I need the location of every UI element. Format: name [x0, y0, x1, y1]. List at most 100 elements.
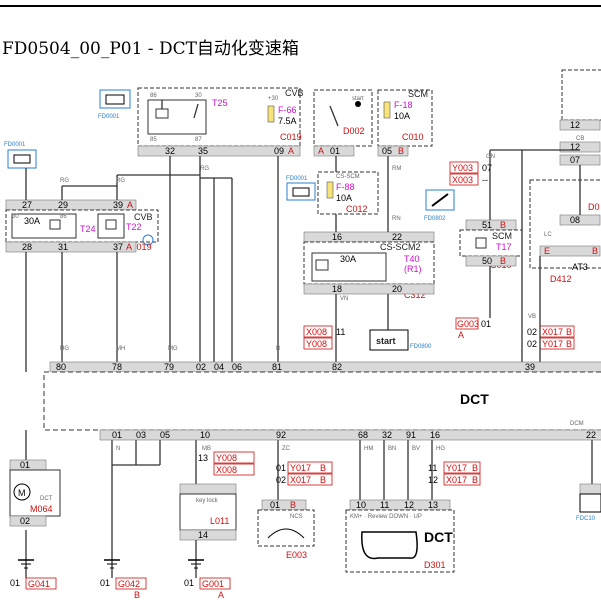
svg-text:51: 51: [482, 220, 492, 230]
svg-text:91: 91: [406, 430, 416, 440]
svg-text:E: E: [544, 246, 550, 256]
svg-text:KM+ · Review DOWN · UP: KM+ · Review DOWN · UP: [350, 514, 422, 520]
svg-text:(R1): (R1): [404, 264, 422, 274]
svg-text:01: 01: [184, 578, 194, 588]
svg-text:MB: MB: [202, 446, 211, 452]
svg-text:B: B: [134, 590, 140, 600]
svg-text:B: B: [566, 339, 572, 349]
svg-text:05: 05: [382, 146, 392, 156]
svg-text:VN: VN: [340, 296, 348, 302]
svg-text:FD0001: FD0001: [286, 176, 308, 182]
svg-text:C010: C010: [402, 132, 424, 142]
svg-text:20: 20: [392, 284, 402, 294]
svg-text:14: 14: [198, 530, 208, 540]
svg-text:01: 01: [276, 463, 286, 473]
d412-module: 12 08 E B AT3 D412 D0: [529, 141, 601, 284]
svg-text:AT3: AT3: [572, 262, 588, 272]
svg-text:HM: HM: [364, 446, 373, 452]
scm-switch-module: start D002: [313, 89, 373, 147]
svg-text:13: 13: [428, 500, 438, 510]
l011-key-lock: key lock L011: [179, 493, 237, 531]
svg-text:80: 80: [56, 362, 66, 372]
pin-28: 28: [22, 242, 32, 252]
svg-text:01: 01: [10, 578, 20, 588]
svg-text:DCM: DCM: [570, 421, 584, 427]
svg-text:D412: D412: [550, 274, 572, 284]
page-title: FD0504_00_P01 - DCT自动化变速箱: [2, 39, 299, 59]
svg-text:RM: RM: [392, 166, 401, 172]
svg-text:13: 13: [198, 453, 208, 463]
svg-text:F-18: F-18: [394, 100, 413, 110]
svg-text:D301: D301: [424, 560, 446, 570]
svg-text:79: 79: [164, 362, 174, 372]
svg-text:16: 16: [430, 430, 440, 440]
pin-27: 27: [22, 200, 32, 210]
svg-text:A: A: [218, 590, 224, 600]
ground-g001: 01 G001 A: [184, 559, 231, 600]
cvb-top-module: CVB 86 30 85 87 T25 +30 F-66 7.5A C019: [137, 87, 304, 147]
svg-text:10: 10: [356, 500, 366, 510]
svg-text:12: 12: [404, 500, 414, 510]
dct-module: DCT DCM: [43, 361, 601, 441]
svg-text:VB: VB: [528, 314, 536, 320]
svg-text:D002: D002: [343, 126, 365, 136]
svg-text:T25: T25: [212, 98, 228, 108]
svg-text:86: 86: [150, 93, 157, 99]
svg-text:03: 03: [136, 430, 146, 440]
svg-text:RG: RG: [200, 166, 209, 172]
svg-text:D0: D0: [588, 202, 600, 212]
svg-text:MH: MH: [116, 346, 125, 352]
fuse-f66: [267, 105, 275, 123]
svg-text:B: B: [472, 463, 478, 473]
svg-text:82: 82: [332, 362, 342, 372]
fdc10-icon: FDC10: [576, 483, 601, 522]
svg-text:FDC10: FDC10: [576, 516, 596, 522]
svg-text:A: A: [127, 200, 133, 210]
svg-text:X003: X003: [452, 175, 473, 185]
svg-text:X017: X017: [290, 475, 311, 485]
svg-text:06: 06: [232, 362, 242, 372]
svg-text:30: 30: [12, 214, 19, 220]
svg-text:C312: C312: [404, 290, 426, 300]
svg-text:start: start: [376, 336, 396, 346]
svg-text:22: 22: [586, 430, 596, 440]
svg-text:12: 12: [570, 120, 580, 130]
ground-g041: 01 G041: [10, 559, 57, 590]
svg-text:A: A: [288, 146, 294, 156]
svg-text:GN: GN: [486, 154, 495, 160]
e003-sensor: NCS E003: [257, 509, 315, 560]
svg-text:86: 86: [60, 214, 67, 220]
svg-text:B: B: [500, 220, 506, 230]
svg-text:16: 16: [332, 232, 342, 242]
cs-scm2-module: CS-SCM2 30A T40 (R1) C312: [303, 241, 435, 300]
svg-text:18: 18: [332, 284, 342, 294]
cvb-left-module: CVB 30A 30 86 T24 T22 C019: [5, 209, 159, 252]
m064-motor: M DCT M064: [9, 469, 61, 517]
svg-text:CS-SCM2: CS-SCM2: [380, 242, 421, 252]
wire-labels: RG RG RG RM RN VN VB GN LC CB HG MH MG R…: [60, 136, 584, 452]
svg-text:7.5A: 7.5A: [278, 116, 297, 126]
svg-text:81: 81: [272, 362, 282, 372]
svg-text:MG: MG: [168, 346, 178, 352]
svg-text:E003: E003: [286, 550, 307, 560]
svg-text:Y017: Y017: [446, 463, 467, 473]
svg-text:02: 02: [196, 362, 206, 372]
svg-text:N: N: [116, 446, 120, 452]
svg-text:50: 50: [482, 256, 492, 266]
svg-text:X008: X008: [216, 465, 237, 475]
svg-text:Y017: Y017: [290, 463, 311, 473]
svg-text:A: A: [458, 330, 464, 340]
svg-text:01: 01: [481, 319, 491, 329]
battery-icon-mid: FD0001: [286, 176, 316, 201]
svg-text:RG: RG: [116, 178, 125, 184]
svg-text:C019: C019: [280, 132, 302, 142]
svg-text:A: A: [318, 146, 324, 156]
svg-text:Y008: Y008: [306, 339, 327, 349]
svg-text:B: B: [592, 246, 598, 256]
svg-text:DCT: DCT: [424, 529, 453, 545]
svg-text:04: 04: [214, 362, 224, 372]
svg-text:Y017: Y017: [542, 339, 563, 349]
svg-text:07: 07: [482, 163, 492, 173]
pin-09: 09: [274, 146, 284, 156]
svg-text:T40: T40: [404, 254, 420, 264]
